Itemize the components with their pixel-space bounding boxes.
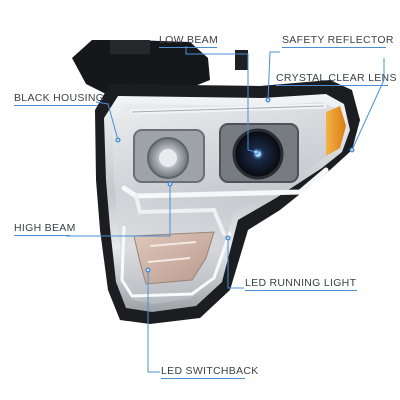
label-black-housing: BLACK HOUSING	[14, 92, 105, 104]
switchback-led-strip	[120, 225, 232, 298]
label-led-switchback: LED SWITCHBACK	[161, 365, 259, 377]
housing-tab	[235, 50, 248, 70]
label-crystal-clear-lens-underline	[276, 85, 388, 86]
callout-dot-centers	[117, 99, 353, 271]
led-running-light-lower	[134, 194, 226, 236]
label-high-beam: HIGH BEAM	[14, 222, 76, 234]
label-low-beam-underline	[159, 47, 217, 48]
label-safety-reflector-underline	[282, 47, 386, 48]
label-black-housing-underline	[14, 105, 98, 106]
label-low-beam: LOW BEAM	[159, 34, 218, 46]
label-high-beam-underline	[14, 235, 70, 236]
label-led-switchback-underline	[161, 378, 245, 379]
label-crystal-clear-lens: CRYSTAL CLEAR LENS	[276, 72, 397, 84]
callout-lines	[66, 46, 385, 373]
housing-bracket	[72, 40, 210, 96]
label-safety-reflector: SAFETY REFLECTOR	[282, 34, 394, 46]
housing-tab	[110, 40, 150, 54]
amber-marker	[326, 106, 346, 156]
label-led-running-light-underline	[245, 290, 357, 291]
label-led-running-light: LED RUNNING LIGHT	[245, 277, 357, 289]
led-running-light	[121, 167, 329, 199]
